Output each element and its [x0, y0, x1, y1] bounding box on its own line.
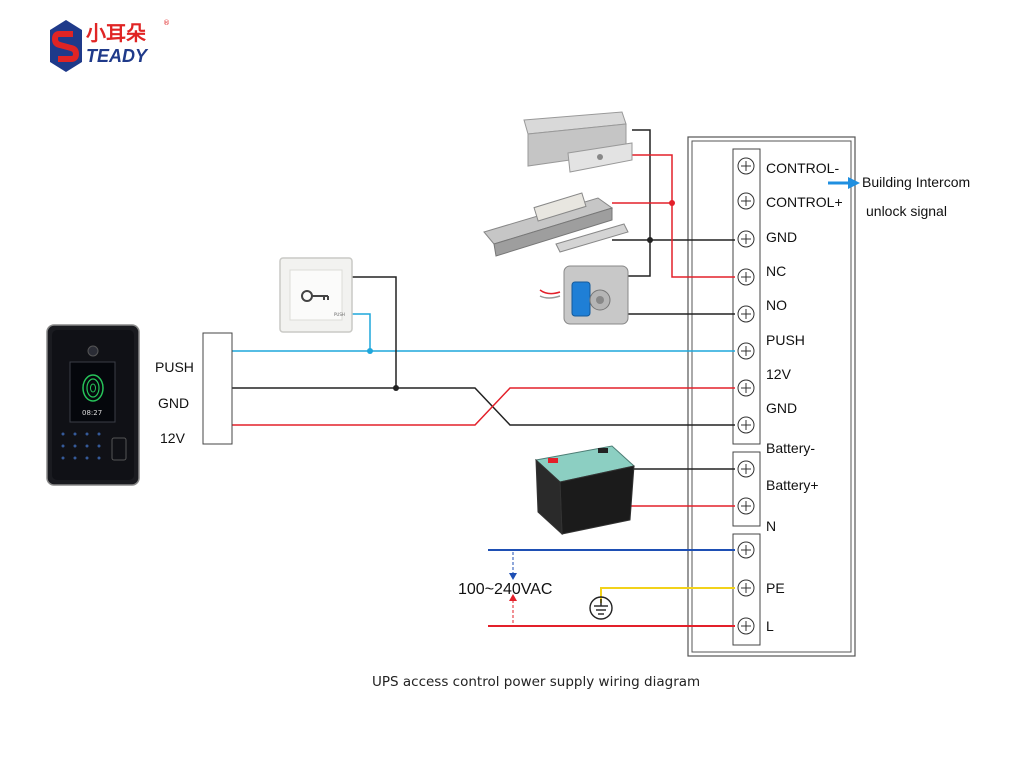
magnetic-lock-device	[523, 111, 633, 173]
screw-terminal-icon	[737, 541, 755, 559]
junction-gnd	[393, 385, 399, 391]
wire-gnd	[232, 387, 735, 426]
reader-terminal-block	[202, 332, 233, 445]
card-reader-icon	[111, 437, 127, 461]
controller-box-inner	[691, 140, 852, 653]
terminal-label-nc: NC	[766, 263, 786, 279]
terminal-label-12v: 12V	[766, 366, 792, 382]
wire-12v	[232, 387, 735, 426]
key-icon	[301, 290, 329, 302]
terminal-label-push: PUSH	[766, 332, 805, 348]
reader-label-push: PUSH	[155, 359, 194, 375]
junction-lock-red	[669, 200, 675, 206]
terminal-label-l: L	[766, 618, 774, 634]
wire-lock-nc	[632, 154, 735, 278]
screw-terminal-icon	[737, 305, 755, 323]
junction-push	[367, 348, 373, 354]
reader-label-12v: 12V	[160, 430, 186, 446]
wire-exit-button-gnd	[350, 276, 397, 388]
logo-en-text: TEADY	[86, 46, 149, 66]
screw-terminal-icon	[737, 416, 755, 434]
bolt-lock-device	[483, 192, 629, 257]
screw-terminal-icon	[737, 579, 755, 597]
screw-terminal-icon	[737, 460, 755, 478]
fingerprint-icon	[82, 374, 104, 402]
reader-label-gnd: GND	[158, 395, 189, 411]
brand-logo: 小耳朵 ® TEADY	[50, 19, 170, 72]
terminal-label-battery-minus: Battery-	[766, 440, 815, 456]
intercom-label-line1: Building Intercom	[862, 174, 970, 190]
screw-terminal-icon	[737, 342, 755, 360]
logo-registered: ®	[163, 19, 170, 27]
terminal-label-gnd-bottom: GND	[766, 400, 797, 416]
mains-voltage-label: 100~240VAC	[458, 581, 552, 598]
screw-terminal-icon	[737, 379, 755, 397]
screw-terminal-icon	[737, 192, 755, 210]
voltage-arrow-down	[509, 573, 517, 580]
ground-icon	[589, 596, 613, 620]
intercom-label-line2: unlock signal	[866, 203, 947, 219]
screw-terminal-icon	[737, 617, 755, 635]
wire-pe	[600, 587, 735, 603]
battery-device	[534, 445, 636, 536]
rim-lock-device	[539, 265, 629, 325]
diagram-caption: UPS access control power supply wiring d…	[372, 674, 700, 690]
junction-lock-gnd	[647, 237, 653, 243]
access-reader-device: 08:27	[46, 324, 140, 486]
screw-terminal-icon	[737, 230, 755, 248]
logo-s-mark	[51, 31, 80, 62]
screw-terminal-icon	[737, 497, 755, 515]
camera-icon	[87, 345, 99, 357]
logo-cn-text: 小耳朵	[86, 21, 146, 45]
terminal-label-battery-plus: Battery+	[766, 477, 819, 493]
voltage-arrow-up	[509, 594, 517, 601]
screw-terminal-icon	[737, 268, 755, 286]
terminal-label-control-plus: CONTROL+	[766, 194, 843, 210]
screw-terminal-icon	[737, 157, 755, 175]
intercom-arrow-icon	[848, 177, 860, 189]
terminal-label-control-minus: CONTROL-	[766, 160, 839, 176]
terminal-label-gnd-top: GND	[766, 229, 797, 245]
wire-exit-button-push	[350, 313, 371, 351]
exit-button-text: PUSH	[334, 312, 345, 317]
terminal-label-n: N	[766, 518, 776, 534]
reader-screen-clock: 08:27	[82, 409, 102, 417]
terminal-label-no: NO	[766, 297, 787, 313]
exit-button-device: PUSH	[279, 257, 353, 333]
controller-box-outer	[687, 136, 856, 657]
terminal-label-pe: PE	[766, 580, 785, 596]
keypad-icon	[61, 432, 101, 460]
